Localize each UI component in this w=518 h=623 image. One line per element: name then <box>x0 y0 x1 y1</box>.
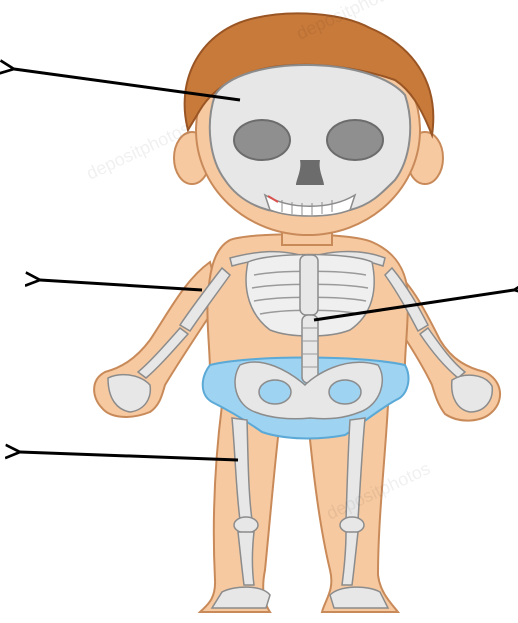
skull <box>210 65 410 216</box>
spine <box>302 315 318 383</box>
arrow-humerus <box>40 280 202 290</box>
arrow-femur <box>20 452 238 460</box>
